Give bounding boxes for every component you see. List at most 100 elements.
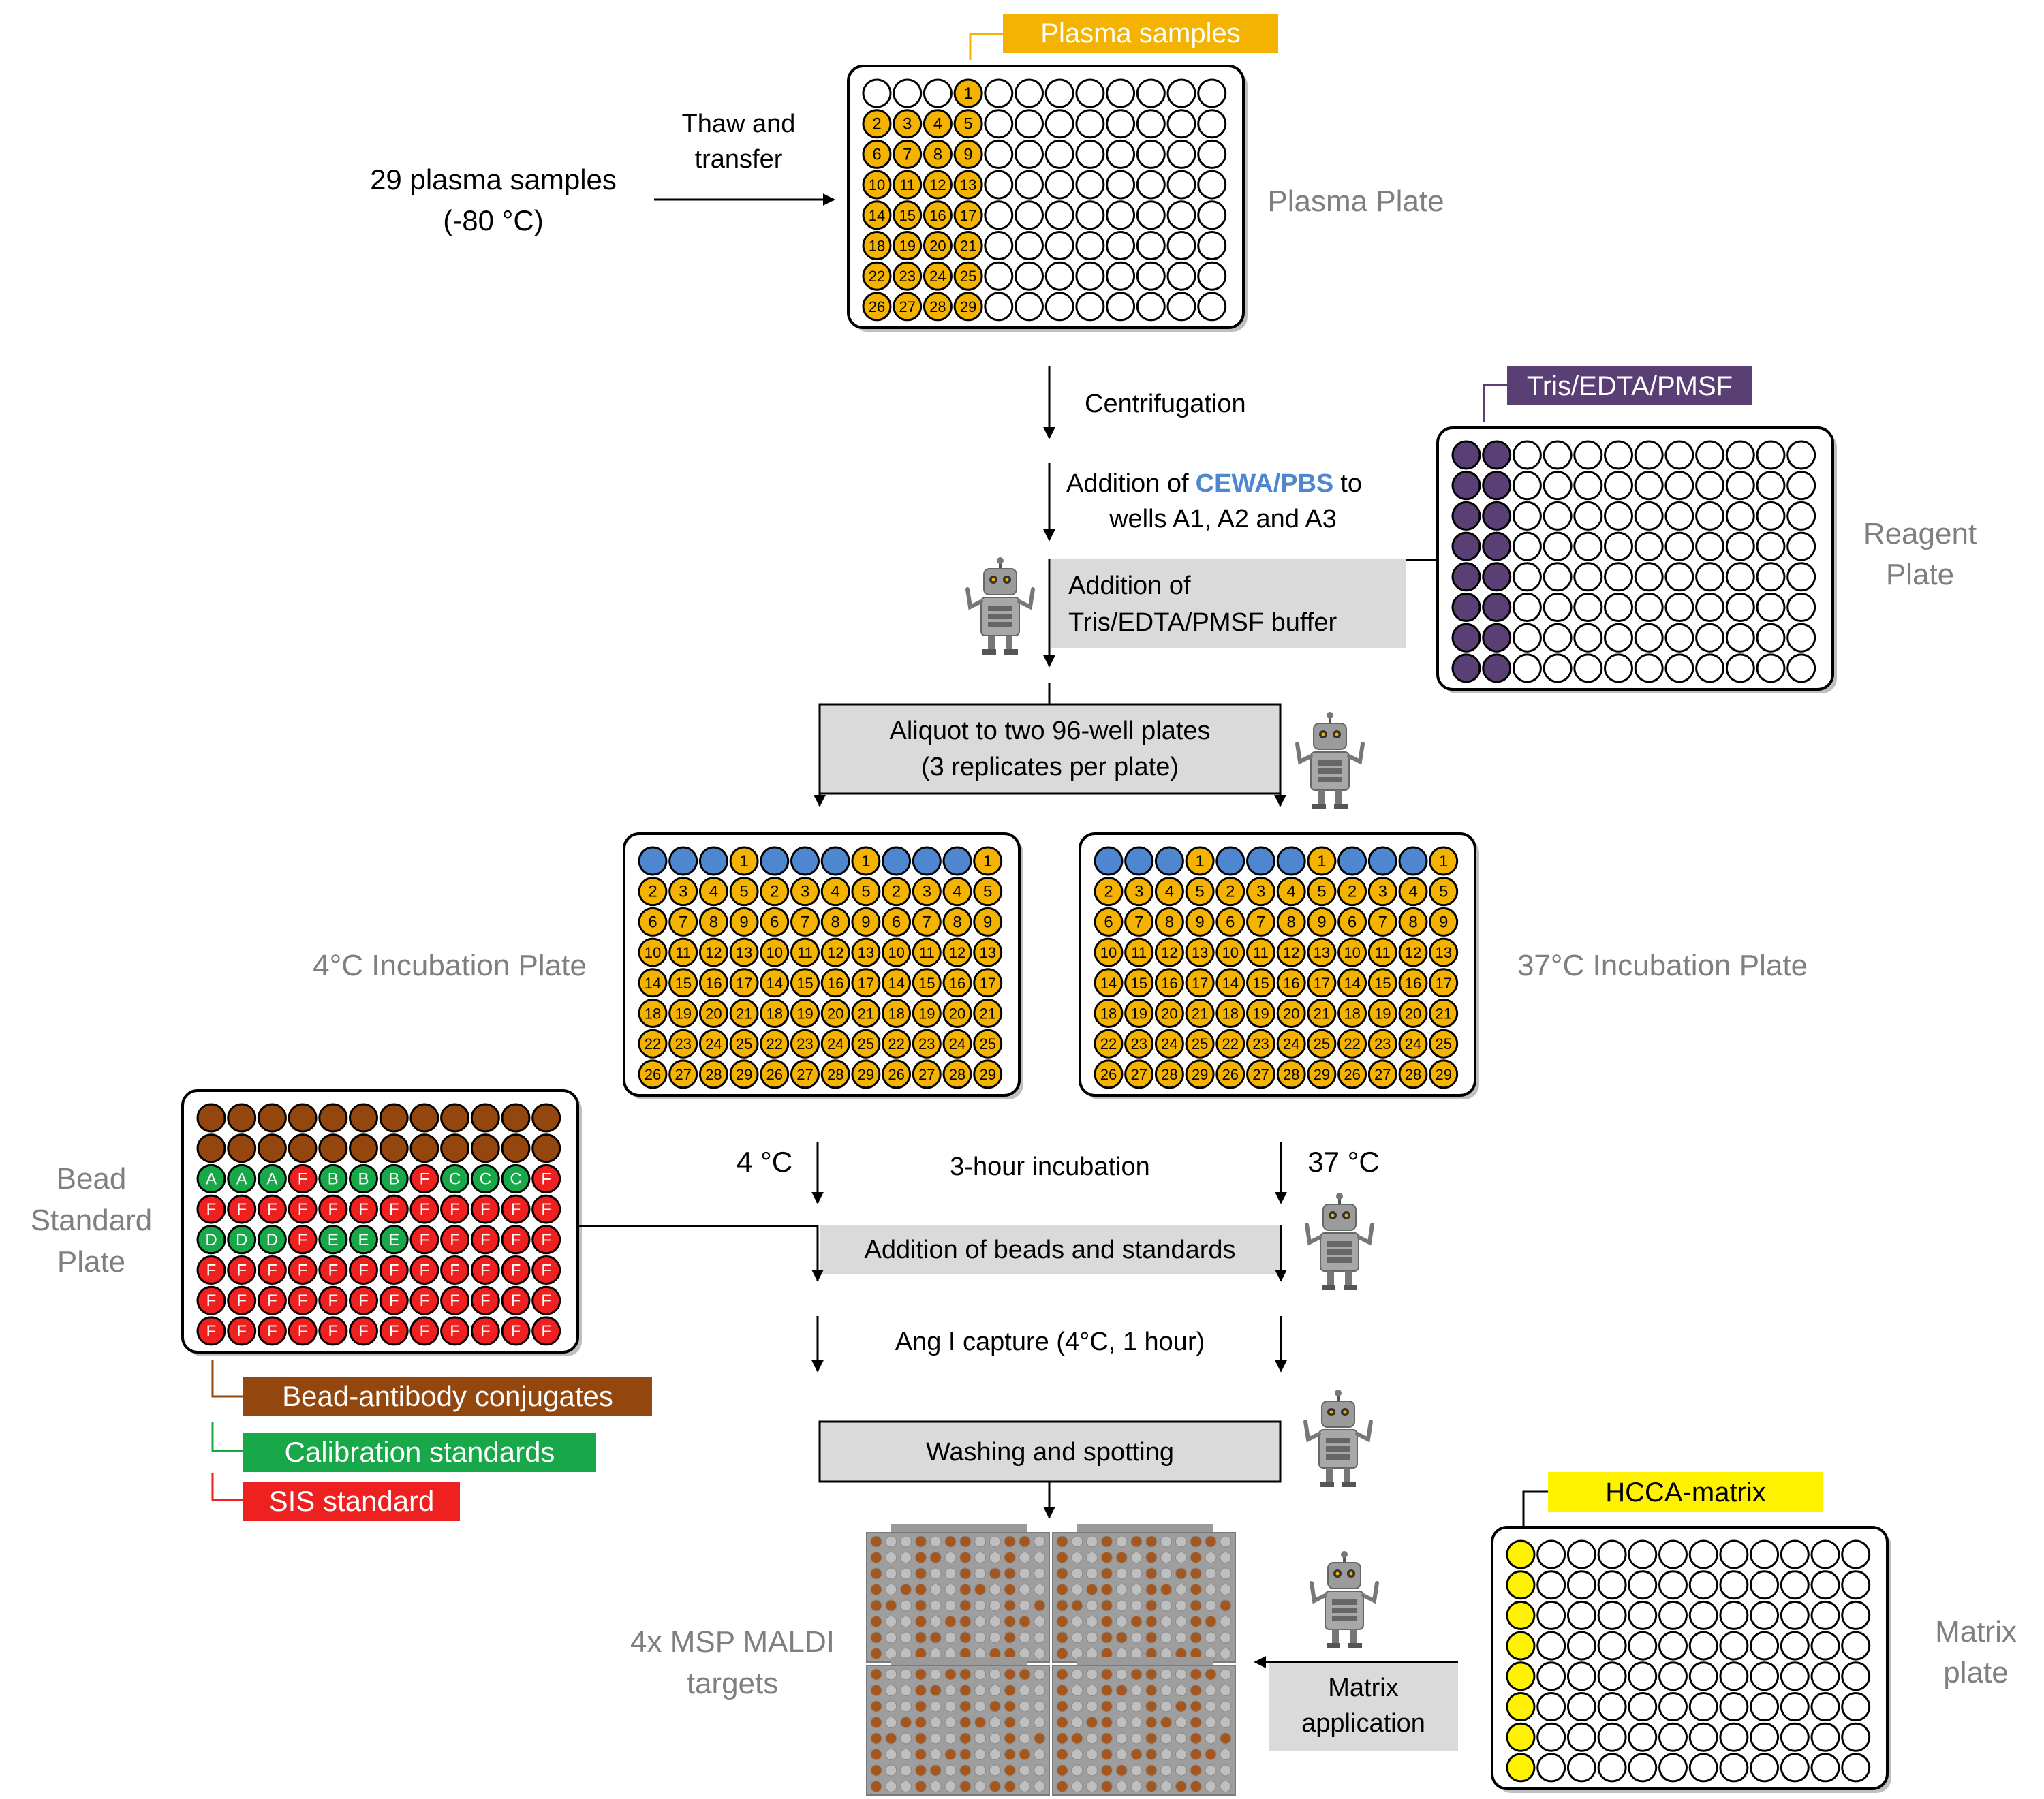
- well: [1512, 593, 1542, 622]
- well: [942, 1059, 972, 1089]
- well: [227, 1103, 257, 1133]
- well: [638, 877, 668, 907]
- maldi-spot: [944, 1616, 957, 1627]
- well: [862, 261, 892, 291]
- well-label: 10: [645, 944, 661, 961]
- matrix-plate-label-line1: Matrix: [1935, 1615, 2017, 1648]
- maldi-targets: [866, 1524, 1236, 1796]
- well: [1215, 999, 1245, 1028]
- maldi-spot: [974, 1584, 987, 1595]
- sis-tag-leader: [211, 1473, 243, 1501]
- maldi-spot: [1190, 1535, 1202, 1548]
- maldi-spot: [1175, 1717, 1187, 1728]
- maldi-spot: [900, 1668, 912, 1680]
- maldi-spot: [944, 1552, 957, 1563]
- well: [1136, 139, 1166, 169]
- maldi-spot: [1004, 1616, 1016, 1627]
- maldi-spot: [959, 1764, 972, 1777]
- well: [1307, 846, 1337, 876]
- maldi-spot: [1004, 1764, 1016, 1777]
- well-label: 28: [929, 298, 946, 315]
- well: [1780, 1539, 1810, 1569]
- reagent-plate: [1436, 426, 1837, 693]
- maldi-spot: [1130, 1584, 1143, 1595]
- well-label: 26: [766, 1066, 783, 1083]
- well-label: 16: [827, 975, 843, 992]
- well: [257, 1133, 287, 1163]
- well: [1451, 653, 1481, 683]
- maldi-spot: [974, 1764, 987, 1777]
- well: [1604, 623, 1633, 653]
- well: [1543, 471, 1573, 501]
- maldi-spot: [989, 1567, 1001, 1580]
- well: [1185, 937, 1215, 967]
- maldi-spot: [1004, 1732, 1016, 1745]
- well: [1367, 968, 1397, 998]
- well-label: 4: [1408, 883, 1417, 901]
- well: [318, 1163, 348, 1193]
- maldi-spot: [1100, 1535, 1113, 1548]
- maldi-spot: [1071, 1631, 1083, 1644]
- well: [1512, 562, 1542, 592]
- maldi-spot: [1086, 1685, 1098, 1696]
- maldi-spot: [929, 1749, 942, 1760]
- well: [942, 999, 972, 1028]
- well: [1628, 1570, 1658, 1600]
- well: [1719, 1539, 1749, 1569]
- maldi-spot: [1086, 1616, 1098, 1627]
- well-label: F: [450, 1262, 460, 1280]
- well: [984, 78, 1014, 108]
- maldi-spot: [1086, 1764, 1098, 1777]
- well: [1719, 1570, 1749, 1600]
- maldi-spot: [1220, 1781, 1232, 1792]
- well: [1695, 501, 1725, 531]
- maldi-target: [866, 1657, 1050, 1796]
- well-label: 25: [1192, 1035, 1208, 1052]
- temp-4c-label: 4 °C: [737, 1146, 792, 1178]
- well: [470, 1194, 500, 1224]
- well: [820, 968, 850, 998]
- maldi-spot: [885, 1781, 897, 1792]
- maldi-spot: [1205, 1616, 1217, 1627]
- well: [1197, 231, 1227, 260]
- maldi-spot: [900, 1764, 912, 1777]
- maldi-spot: [870, 1700, 882, 1712]
- well: [984, 231, 1014, 260]
- reagent-plate-label-line1: Reagent: [1863, 517, 1977, 550]
- maldi-spot: [1086, 1749, 1098, 1760]
- well-label: 26: [869, 298, 885, 315]
- tris-tag-leader: [1483, 384, 1507, 422]
- well: [1536, 1661, 1566, 1691]
- maldi-spot: [1004, 1685, 1016, 1696]
- maldi-spot: [1115, 1535, 1128, 1548]
- well: [318, 1316, 348, 1346]
- well-label: 21: [858, 1005, 874, 1022]
- well: [760, 1029, 790, 1059]
- well: [1634, 471, 1664, 501]
- well: [1075, 170, 1105, 200]
- well: [893, 109, 923, 139]
- well: [379, 1103, 409, 1133]
- well: [1185, 1059, 1215, 1089]
- well: [1543, 593, 1573, 622]
- well: [1536, 1539, 1566, 1569]
- well: [318, 1285, 348, 1315]
- well: [1185, 907, 1215, 937]
- well: [1658, 1600, 1688, 1630]
- well-label: F: [358, 1262, 369, 1280]
- well: [288, 1103, 318, 1133]
- well-label: F: [420, 1262, 430, 1280]
- maldi-spot: [1160, 1732, 1173, 1745]
- well: [1573, 623, 1603, 653]
- well: [1841, 1600, 1871, 1630]
- maldi-spot: [959, 1631, 972, 1644]
- well: [923, 261, 953, 291]
- maldi-spot: [1130, 1700, 1143, 1712]
- plasma-source-line2: (-80 °C): [443, 204, 543, 236]
- maldi-spot: [1220, 1732, 1232, 1745]
- well-label: 23: [796, 1035, 813, 1052]
- bead-tag-leader: [211, 1360, 243, 1398]
- well-label: 18: [766, 1005, 783, 1022]
- well-label: F: [541, 1322, 551, 1341]
